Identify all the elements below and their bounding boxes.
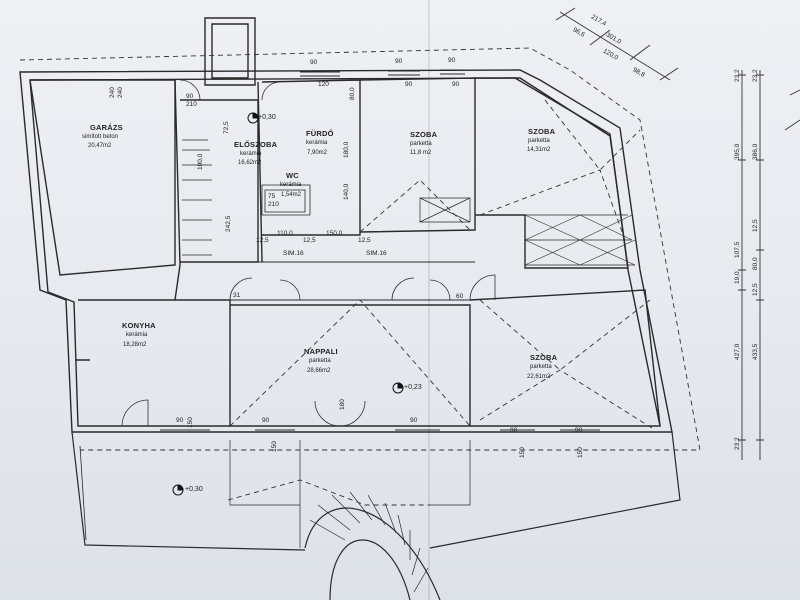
dim-210-hall: 210: [186, 101, 197, 108]
wc-area: 1,54m2: [281, 192, 302, 198]
wc-room-name: WC: [286, 171, 299, 180]
dim-60: 60: [456, 293, 464, 300]
dim-right-1: 395,0: [734, 143, 741, 160]
hall-floor: kerámia: [240, 151, 262, 157]
dim-180-door: 180: [339, 399, 346, 410]
kitchen-floor: kerámia: [126, 332, 148, 338]
living-floor: parketta: [309, 358, 331, 364]
sim-right: SIM.16: [366, 250, 387, 257]
dim-right-0: 23,2: [734, 69, 741, 82]
dim-pm-90-c: 90: [410, 417, 418, 424]
living-room-name: NAPPALI: [304, 347, 338, 356]
bedroom2-floor: parketta: [528, 138, 550, 144]
dim-right-7: 12,5: [752, 219, 759, 232]
dim-right-3: 427,0: [734, 343, 741, 360]
bath-floor: kerámia: [306, 140, 328, 146]
bedroom3-room-name: SZOBA: [530, 353, 558, 362]
dim-90-hall: 90: [186, 93, 194, 100]
dim-110: 110,0: [277, 230, 293, 237]
dim-garage-240b: 240: [117, 87, 124, 98]
hall-area: 16,62m2: [238, 160, 262, 166]
dim-180: 180,0: [343, 141, 350, 158]
bedroom3-floor: parketta: [530, 364, 552, 370]
dim-top-90-e: 90: [452, 81, 460, 88]
entry-level: +0,30: [258, 114, 276, 121]
dim-75: 75: [268, 193, 276, 200]
dim-150-c: 150: [519, 447, 526, 458]
bedroom3-area: 22,61m2: [527, 374, 551, 380]
living-area: 28,66m2: [307, 368, 331, 374]
bath-room-name: FÜRDŐ: [306, 129, 334, 138]
dim-right-8: 80,0: [752, 257, 759, 270]
bedroom2-room-name: SZOBA: [528, 127, 556, 136]
kitchen-room-name: KONYHA: [122, 321, 156, 330]
dim-right-2: 107,5: [734, 241, 741, 258]
dim-garage-240: 240: [109, 87, 116, 98]
dim-72-5: 72,5: [223, 121, 230, 134]
dim-pm-90-d: 90: [510, 427, 518, 434]
hall-room-name: ELŐSZOBA: [234, 140, 278, 149]
dim-top-120: 120: [318, 81, 329, 88]
dim-pm-90-a: 90: [176, 417, 184, 424]
dim-top-90-d: 90: [448, 57, 456, 64]
dim-pm-90-e: 90: [575, 427, 583, 434]
dim-12-5-c: 12,5: [358, 237, 371, 244]
kitchen-area: 18,28m2: [123, 342, 147, 348]
dim-150-a: 150: [271, 441, 278, 452]
dim-140: 140,0: [343, 183, 350, 200]
dim-right-9: 12,5: [752, 283, 759, 296]
dim-top-90-c: 90: [405, 81, 413, 88]
dim-12-5-b: 12,5: [303, 237, 316, 244]
dim-right-5: 23,2: [734, 437, 741, 450]
terrace-level: +0,30: [185, 486, 203, 493]
dim-top-90-a: 90: [310, 59, 318, 66]
dim-right-6: 433,5: [752, 343, 759, 360]
garage-area: 20,47m2: [88, 143, 112, 149]
bath-area: 7,90m2: [307, 150, 328, 156]
wc-floor: kerámia: [280, 182, 302, 188]
dim-top-90-b: 90: [395, 58, 403, 65]
dim-80: 80,0: [349, 87, 356, 100]
dim-right-11: 23,2: [752, 69, 759, 82]
living-level: +0,23: [404, 384, 422, 391]
bedroom1-floor: parketta: [410, 141, 432, 147]
dim-100: 100,0: [197, 153, 204, 170]
dim-right-10: 386,0: [752, 143, 759, 160]
sim-left: SIM.16: [283, 250, 304, 257]
dim-31: 31: [233, 292, 241, 299]
dim-right-4: 19,0: [734, 271, 741, 284]
bedroom1-area: 11,8 m2: [410, 150, 432, 156]
dim-150: 150,0: [326, 230, 343, 237]
dim-12-5-a: 12,5: [256, 237, 269, 244]
garage-floor: simított beton: [82, 134, 119, 140]
bedroom1-room-name: SZOBA: [410, 130, 438, 139]
dim-242-5: 242,5: [225, 215, 232, 232]
bedroom2-area: 14,31m2: [527, 147, 551, 153]
dim-pm-90-b: 90: [262, 417, 270, 424]
dim-210-wc: 210: [268, 201, 279, 208]
dim-150-b: 150: [187, 417, 194, 428]
garage-room-name: GARÁZS: [90, 123, 123, 132]
dim-150-d: 150: [577, 447, 584, 458]
